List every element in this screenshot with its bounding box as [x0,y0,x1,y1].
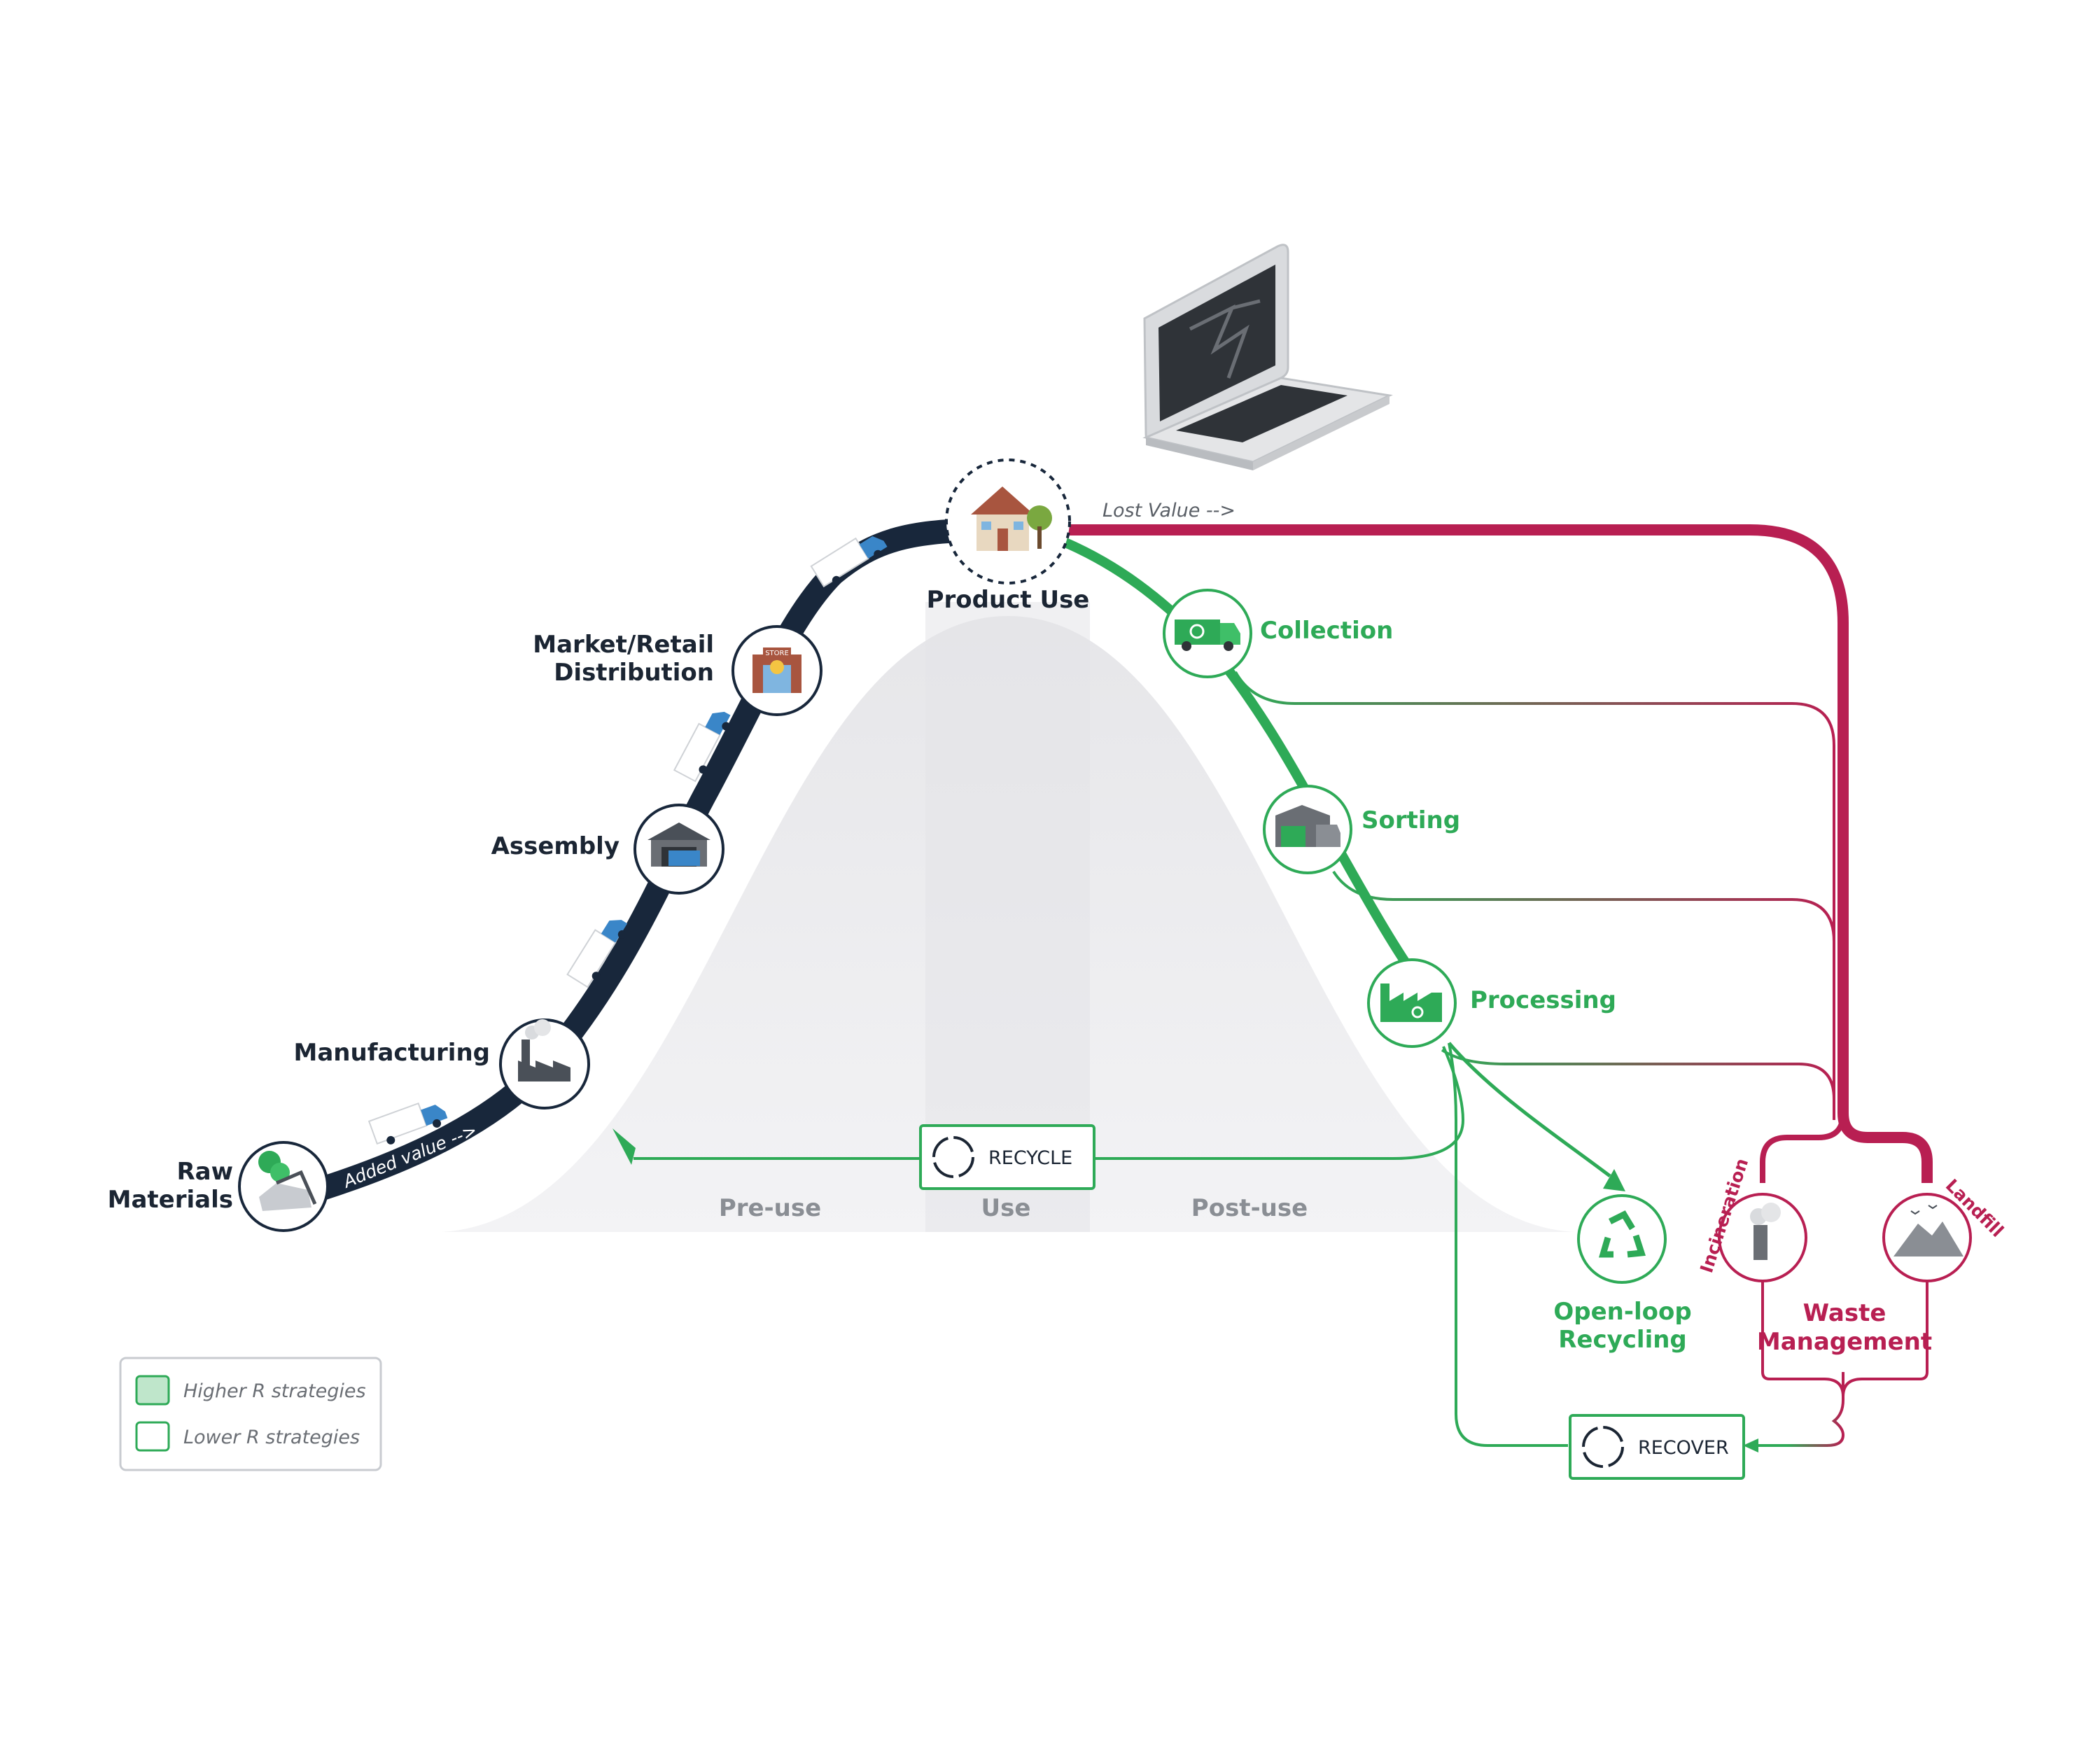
recover-loop-line [1448,1042,1568,1447]
product-use-label: Product Use [927,586,1090,614]
sorting-node [1263,785,1352,874]
product-use-node [945,458,1071,584]
market-retail-label: Market/Retail [533,631,714,659]
raw-materials-label: Raw [176,1158,233,1186]
recycle-arrows-icon [1599,1210,1646,1258]
recover-arrowhead [1743,1438,1758,1452]
sorting-label: Sorting [1362,806,1460,834]
legend-swatch-higher [135,1375,170,1406]
manufacturing-label: Manufacturing [294,1039,491,1067]
phase-use: Use [981,1194,1031,1222]
sorting-facility-icon [1275,805,1340,847]
landfill-icon [1893,1205,1963,1256]
sorting-waste-line [1332,870,1835,1113]
recycling-plant-icon [1380,983,1442,1022]
processing-label: Processing [1470,986,1616,1014]
legend: Higher R strategies Lower R strategies [119,1357,382,1471]
open-loop-label-line2: Recycling [1558,1326,1687,1354]
waste-branch-incineration [1760,1112,1846,1183]
raw-materials-label-line2: Materials [108,1186,233,1214]
post-use-path [1052,534,1433,999]
collection-node [1163,589,1252,678]
processing-node [1367,958,1457,1048]
recover-box: RECOVER [1569,1414,1745,1480]
garbage-truck-icon [1175,620,1240,651]
waste-to-recover-line [1750,1372,1845,1447]
cycle-icon [932,1136,974,1178]
collection-label: Collection [1260,617,1393,645]
processing-waste-line [1441,1049,1835,1120]
assembly-node [634,804,724,895]
waste-management-label: Waste [1803,1299,1886,1327]
factory-icon [518,1019,570,1082]
open-loop-label: Open-loop [1553,1298,1691,1326]
assembly-label: Assembly [491,832,620,860]
legend-higher-label: Higher R strategies [183,1380,366,1402]
raw-materials-icon [258,1151,317,1211]
truck-icon [368,1102,448,1145]
store-icon: STORE [752,648,802,693]
incinerator-icon [1750,1203,1781,1260]
recover-label: RECOVER [1638,1437,1729,1459]
open-loop-arrowhead [1603,1169,1625,1191]
lost-value-label: Lost Value --> [1102,500,1236,522]
market-retail-node: STORE [732,625,822,716]
incineration-node [1718,1193,1807,1282]
legend-lower-label: Lower R strategies [183,1427,360,1448]
raw-materials-node [238,1141,329,1232]
landfill-node [1882,1193,1972,1282]
open-loop-node [1577,1194,1667,1284]
market-retail-label-line2: Distribution [554,659,714,687]
house-icon [971,486,1052,551]
warehouse-icon [648,822,710,867]
waste-management-label-line2: Management [1757,1328,1932,1356]
recycle-arrowhead [612,1128,636,1165]
recycle-box: RECYCLE [919,1124,1096,1190]
collection-waste-line [1234,671,1835,1113]
phase-pre-use: Pre-use [719,1194,821,1222]
waste-management-bracket [1761,1281,1928,1397]
manufacturing-node [499,1018,590,1110]
phase-post-use: Post-use [1191,1194,1308,1222]
open-loop-arrow-path [1448,1042,1611,1178]
store-sign-label: STORE [765,650,789,657]
legend-swatch-lower [135,1421,170,1452]
truck-icon [810,536,888,588]
cycle-icon [1582,1426,1624,1468]
truck-icon [673,711,731,783]
recycle-label: RECYCLE [988,1147,1072,1169]
laptop-icon [1142,244,1393,470]
truck-icon [566,920,628,988]
